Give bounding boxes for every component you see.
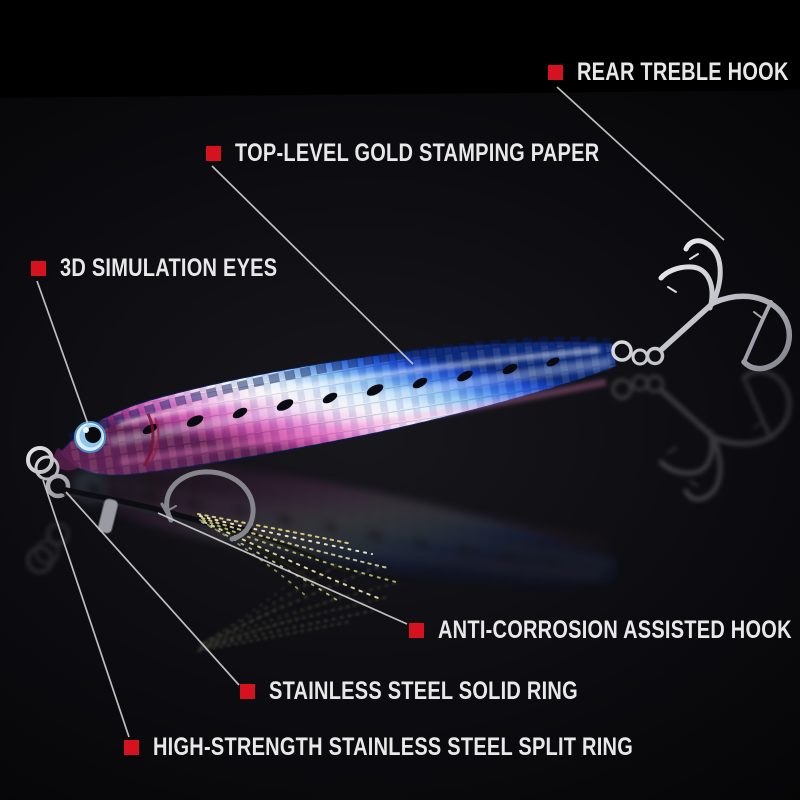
callout-line-3d-simulation-eyes bbox=[36, 280, 90, 428]
callout-label: ANTI-CORROSION ASSISTED HOOK bbox=[438, 615, 792, 644]
callout-anti-corrosion-assisted-hook: ANTI-CORROSION ASSISTED HOOK bbox=[409, 615, 800, 645]
lure-body bbox=[53, 336, 617, 476]
callout-high-strength-split-ring: HIGH-STRENGTH STAINLESS STEEL SPLIT RING bbox=[124, 732, 753, 762]
red-square-bullet bbox=[31, 260, 46, 276]
tinsel-reflection bbox=[196, 561, 398, 653]
callout-line-split-ring bbox=[42, 479, 130, 738]
red-square-bullet bbox=[409, 622, 424, 638]
callout-line-assisted-hook bbox=[157, 512, 408, 625]
solid-ring-graphic bbox=[45, 473, 71, 499]
callout-gold-stamping-paper: TOP-LEVEL GOLD STAMPING PAPER bbox=[206, 138, 691, 168]
callout-stainless-steel-solid-ring: STAINLESS STEEL SOLID RING bbox=[240, 676, 655, 706]
callout-label: HIGH-STRENGTH STAINLESS STEEL SPLIT RING bbox=[153, 732, 633, 761]
red-square-bullet bbox=[124, 739, 139, 755]
callout-line-solid-ring bbox=[65, 491, 240, 686]
red-square-bullet bbox=[548, 64, 563, 80]
callout-label: 3D SIMULATION EYES bbox=[60, 253, 278, 282]
callout-3d-simulation-eyes: 3D SIMULATION EYES bbox=[31, 253, 332, 283]
callout-line-gold-stamping-paper bbox=[211, 165, 414, 365]
body-spots bbox=[142, 357, 560, 435]
split-ring-graphic bbox=[26, 446, 54, 474]
nose-rings bbox=[26, 446, 71, 499]
callout-label: STAINLESS STEEL SOLID RING bbox=[269, 676, 578, 705]
treble-hook-reflection bbox=[613, 371, 789, 499]
callout-label: REAR TREBLE HOOK bbox=[577, 57, 789, 86]
red-square-bullet bbox=[240, 683, 255, 699]
lure-eye bbox=[74, 421, 106, 453]
body-reflection bbox=[54, 450, 616, 584]
tail-split-ring bbox=[611, 340, 633, 362]
hook-eye bbox=[645, 346, 665, 366]
rings-reflection bbox=[28, 524, 68, 572]
rear-treble-hook-graphic bbox=[611, 238, 792, 372]
callout-label: TOP-LEVEL GOLD STAMPING PAPER bbox=[235, 138, 600, 167]
callout-rear-treble-hook: REAR TREBLE HOOK bbox=[548, 57, 800, 87]
crimp-sleeve bbox=[97, 498, 119, 534]
red-square-bullet bbox=[206, 145, 221, 161]
callout-line-rear-treble-hook bbox=[556, 86, 725, 241]
